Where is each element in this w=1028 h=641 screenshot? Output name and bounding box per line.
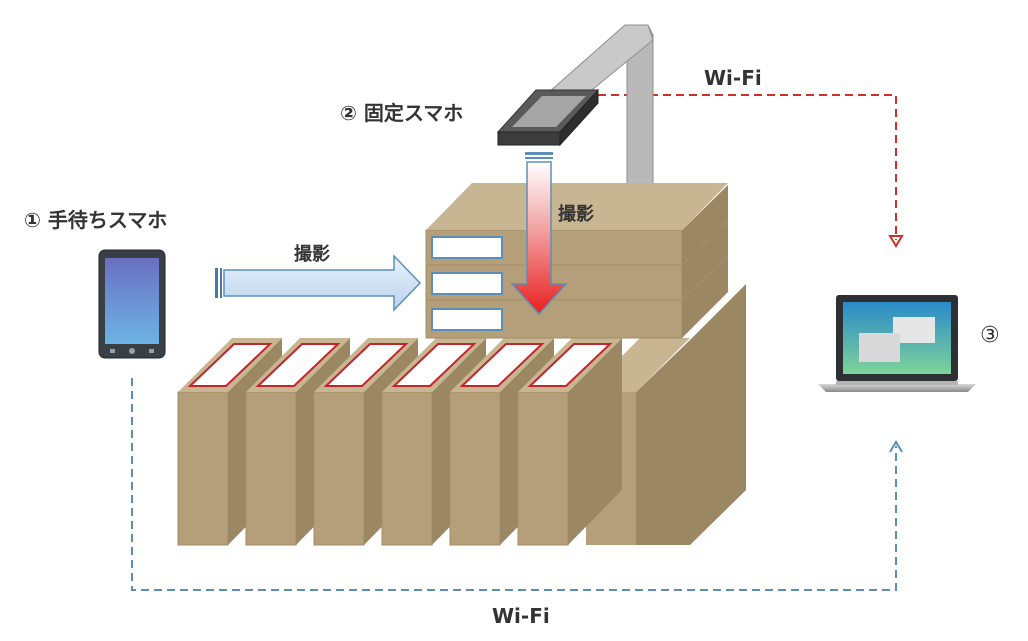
handheld-smartphone xyxy=(98,249,166,359)
wifi-arrowhead-up xyxy=(889,440,903,453)
wifi-top-label: Wi-Fi xyxy=(704,66,762,90)
wifi-bottom-label: Wi-Fi xyxy=(492,604,550,628)
laptop-pc xyxy=(818,295,976,392)
horizontal-box-stack xyxy=(425,183,728,339)
capture-arrow-down xyxy=(510,152,568,316)
handheld-phone-label: ① 手待ちスマホ xyxy=(24,208,168,232)
fixed-phone-label: ② 固定スマホ xyxy=(340,101,464,125)
fixed-smartphone xyxy=(496,88,600,147)
capture-top-label: 撮影 xyxy=(558,204,594,225)
box-top-labels xyxy=(187,343,613,387)
capture-arrow-right xyxy=(215,254,422,312)
wifi-link-fixed-to-pc xyxy=(598,94,897,240)
capture-side-label: 撮影 xyxy=(294,244,330,265)
wifi-arrowhead-down xyxy=(888,235,904,248)
pc-number-label: ③ xyxy=(980,323,1000,348)
wifi-link-handheld-to-pc xyxy=(131,378,897,591)
